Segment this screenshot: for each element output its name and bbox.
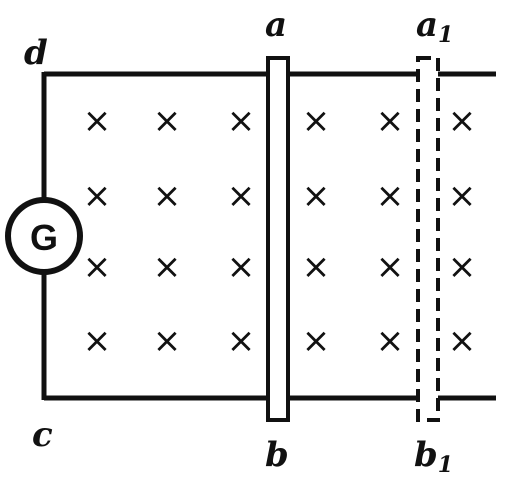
field-cross: ×	[153, 247, 182, 287]
label-b1-subscript: 1	[438, 452, 453, 478]
field-cross: ×	[227, 247, 256, 287]
rod-ab	[266, 56, 290, 422]
rod-a1b1-dashed	[416, 56, 440, 422]
field-cross: ×	[448, 176, 477, 216]
galvanometer-circle	[5, 197, 83, 275]
label-d: d	[24, 33, 48, 73]
field-cross: ×	[376, 321, 405, 361]
field-cross: ×	[302, 101, 331, 141]
field-cross: ×	[376, 101, 405, 141]
field-cross: ×	[153, 321, 182, 361]
field-cross: ×	[302, 176, 331, 216]
field-cross: ×	[227, 101, 256, 141]
label-c: c	[32, 415, 53, 455]
field-cross: ×	[376, 176, 405, 216]
field-cross: ×	[83, 176, 112, 216]
magnetic-field: × × × × × × × × × × × × × × × × × × × × × × × ×	[83, 101, 477, 361]
galvanometer-label: G	[30, 217, 58, 258]
field-cross: ×	[302, 247, 331, 287]
label-a: a	[265, 5, 287, 45]
label-a1: a1	[416, 5, 453, 48]
field-cross: ×	[153, 101, 182, 141]
label-a1-subscript: 1	[438, 22, 453, 48]
field-cross: ×	[83, 321, 112, 361]
field-cross: ×	[227, 176, 256, 216]
label-b1: b1	[414, 435, 453, 478]
field-cross: ×	[227, 321, 256, 361]
galvanometer: G	[5, 197, 83, 275]
field-cross: ×	[83, 101, 112, 141]
field-cross: ×	[302, 321, 331, 361]
field-cross: ×	[376, 247, 405, 287]
field-cross: ×	[153, 176, 182, 216]
label-b: b	[265, 435, 289, 475]
field-cross: ×	[448, 321, 477, 361]
field-cross: ×	[83, 247, 112, 287]
field-cross: ×	[448, 101, 477, 141]
field-cross: ×	[448, 247, 477, 287]
